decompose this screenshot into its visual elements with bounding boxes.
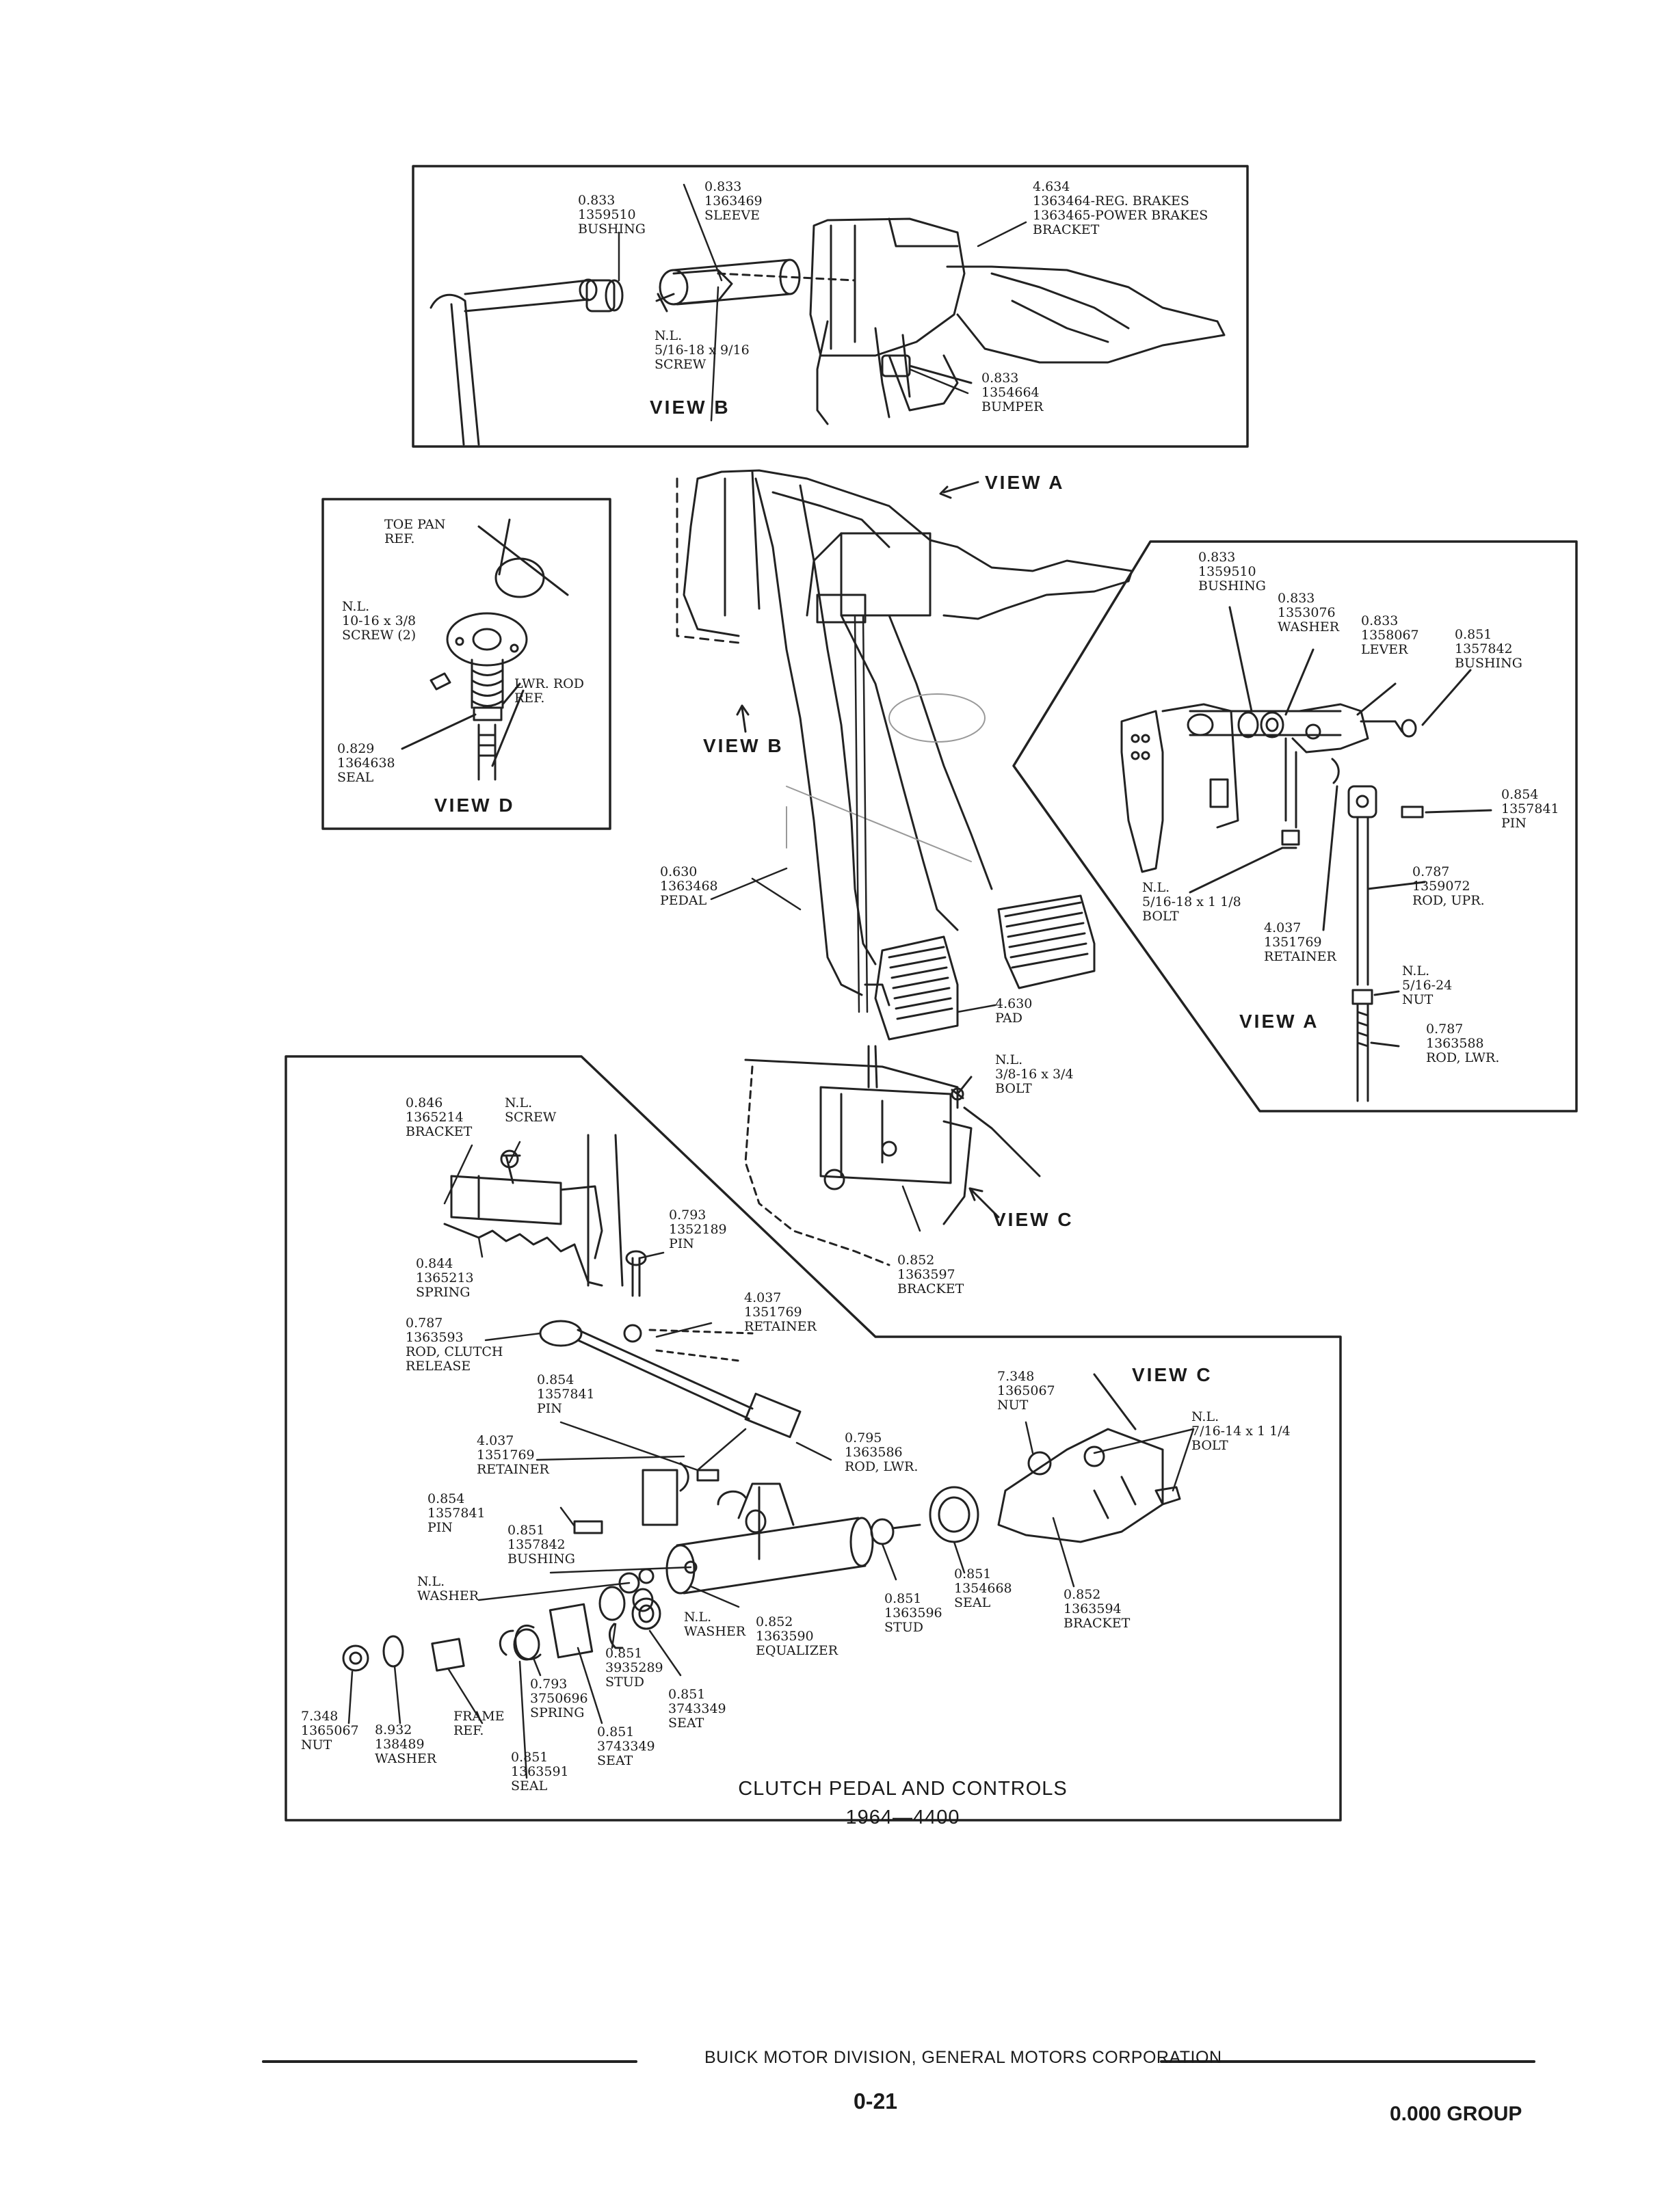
lower-screw-label: N.L.SCREW [505,1095,557,1125]
view-b-title: VIEW B [650,397,730,418]
view-b-frame [412,165,1249,448]
view-arrows [736,481,1000,1218]
view-a-arrow-label: VIEW A [985,472,1065,493]
footer-group: 0.000 GROUP [1390,2103,1522,2125]
view-c-arrow-label: VIEW C [993,1209,1074,1230]
view-a-parts [1120,606,1492,1102]
view-a-title: VIEW A [1239,1011,1319,1032]
view-d-parts [401,518,569,781]
view-a-frame [1012,540,1578,1112]
view-d-title: VIEW D [434,795,515,816]
leader-lines [347,183,1195,1779]
view-b-arrow-label: VIEW B [703,735,784,756]
view-d-frame [321,498,611,830]
diagram-subtitle: 1964—4400 [845,1807,960,1828]
footer-company: BUICK MOTOR DIVISION, GENERAL MOTORS COR… [704,2048,1222,2067]
view-b-parts [430,217,1226,446]
lower-washer-label: N.L.WASHER [417,1574,479,1603]
footer-page-number: 0-21 [854,2089,898,2114]
lower-left-parts [342,1134,1181,1672]
lower-washer2-label: N.L.WASHER [684,1610,746,1639]
lower-frame [285,1055,1342,1822]
main-pedal-assembly [676,469,1133,1266]
view-c-title: VIEW C [1132,1364,1213,1385]
diagram-title: CLUTCH PEDAL AND CONTROLS [738,1778,1068,1800]
